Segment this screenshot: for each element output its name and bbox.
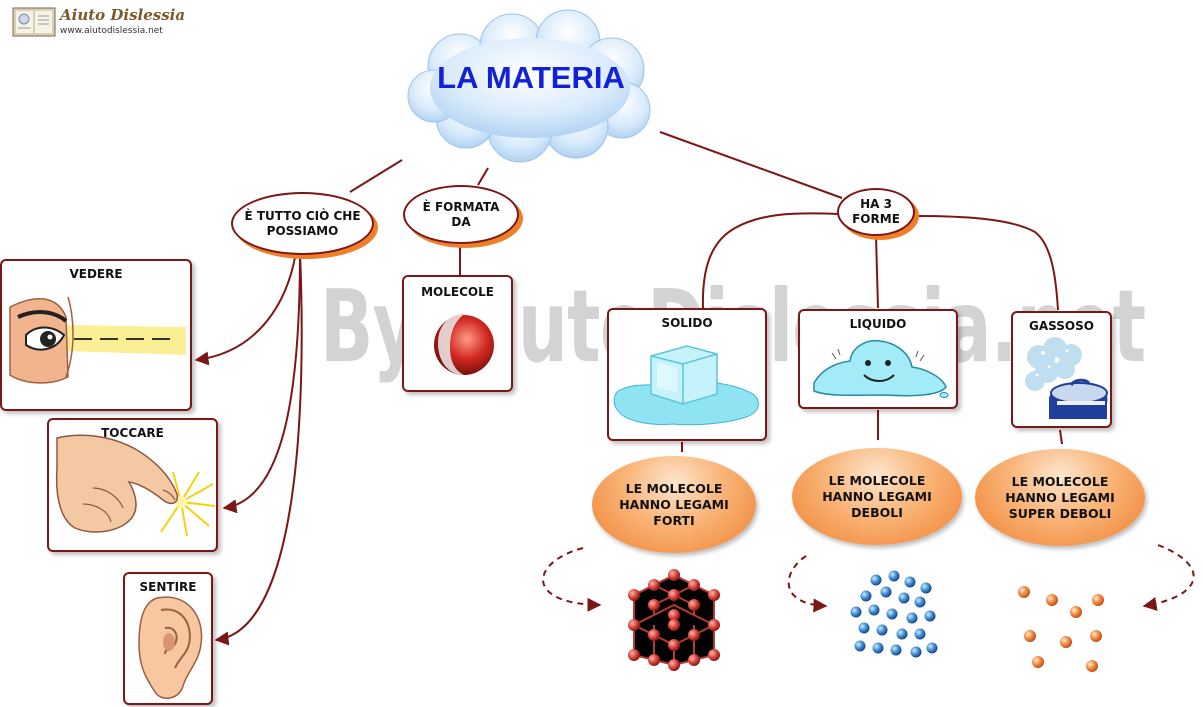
card-molecules: MOLECOLE bbox=[402, 275, 513, 392]
water-drop-icon bbox=[813, 339, 949, 398]
card-molecules-label: MOLECOLE bbox=[421, 285, 494, 299]
bubble-liquid: LE MOLECOLE HANNO LEGAMI DEBOLI bbox=[792, 448, 962, 545]
bubble-gas: LE MOLECOLE HANNO LEGAMI SUPER DEBOLI bbox=[975, 449, 1145, 546]
card-hear-label: SENTIRE bbox=[139, 580, 197, 594]
bubble-solid-label: LE MOLECOLE HANNO LEGAMI FORTI bbox=[619, 480, 729, 528]
card-touch: TOCCARE bbox=[47, 418, 218, 552]
node-formed: È FORMATA DA bbox=[403, 185, 519, 244]
card-see: VEDERE bbox=[0, 259, 192, 411]
card-gas-label: GASSOSO bbox=[1029, 319, 1094, 333]
gas-molecules-diagram bbox=[1018, 586, 1104, 672]
site-title: Aiuto Dislessia bbox=[60, 6, 186, 24]
ice-cube-icon bbox=[613, 345, 759, 426]
liquid-molecules-diagram bbox=[850, 570, 938, 658]
card-gas: GASSOSO bbox=[1011, 311, 1112, 428]
bubble-solid: LE MOLECOLE HANNO LEGAMI FORTI bbox=[592, 456, 756, 553]
bubble-liquid-label: LE MOLECOLE HANNO LEGAMI DEBOLI bbox=[822, 472, 932, 520]
card-solid: SOLIDO bbox=[607, 308, 767, 441]
bubble-gas-label: LE MOLECOLE HANNO LEGAMI SUPER DEBOLI bbox=[1005, 473, 1115, 521]
node-forms-label: HA 3 FORME bbox=[852, 197, 900, 226]
main-title: LA MATERIA bbox=[437, 60, 625, 95]
card-see-label: VEDERE bbox=[69, 267, 123, 281]
node-formed-label: È FORMATA DA bbox=[422, 199, 500, 229]
solid-lattice-diagram bbox=[628, 569, 720, 671]
card-liquid: LIQUIDO bbox=[798, 309, 958, 409]
site-logo[interactable]: Aiuto Dislessia www.aiutodislessia.net bbox=[8, 4, 185, 40]
ear-icon bbox=[138, 596, 203, 699]
site-url: www.aiutodislessia.net bbox=[60, 26, 163, 36]
card-liquid-label: LIQUIDO bbox=[849, 317, 907, 331]
card-solid-label: SOLIDO bbox=[661, 316, 713, 330]
node-perceive: È TUTTO CIÒ CHE POSSIAMO bbox=[231, 192, 374, 255]
title-cloud bbox=[407, 9, 651, 163]
steam-pot-icon bbox=[1025, 337, 1108, 419]
molecule-sphere-icon bbox=[434, 313, 494, 375]
book-icon bbox=[12, 7, 56, 37]
node-perceive-label: È TUTTO CIÒ CHE POSSIAMO bbox=[244, 208, 361, 238]
card-hear: SENTIRE bbox=[123, 572, 213, 705]
touch-hand-icon bbox=[55, 434, 216, 537]
card-touch-label: TOCCARE bbox=[101, 426, 164, 440]
node-forms: HA 3 FORME bbox=[837, 188, 915, 236]
eye-icon bbox=[9, 296, 186, 384]
